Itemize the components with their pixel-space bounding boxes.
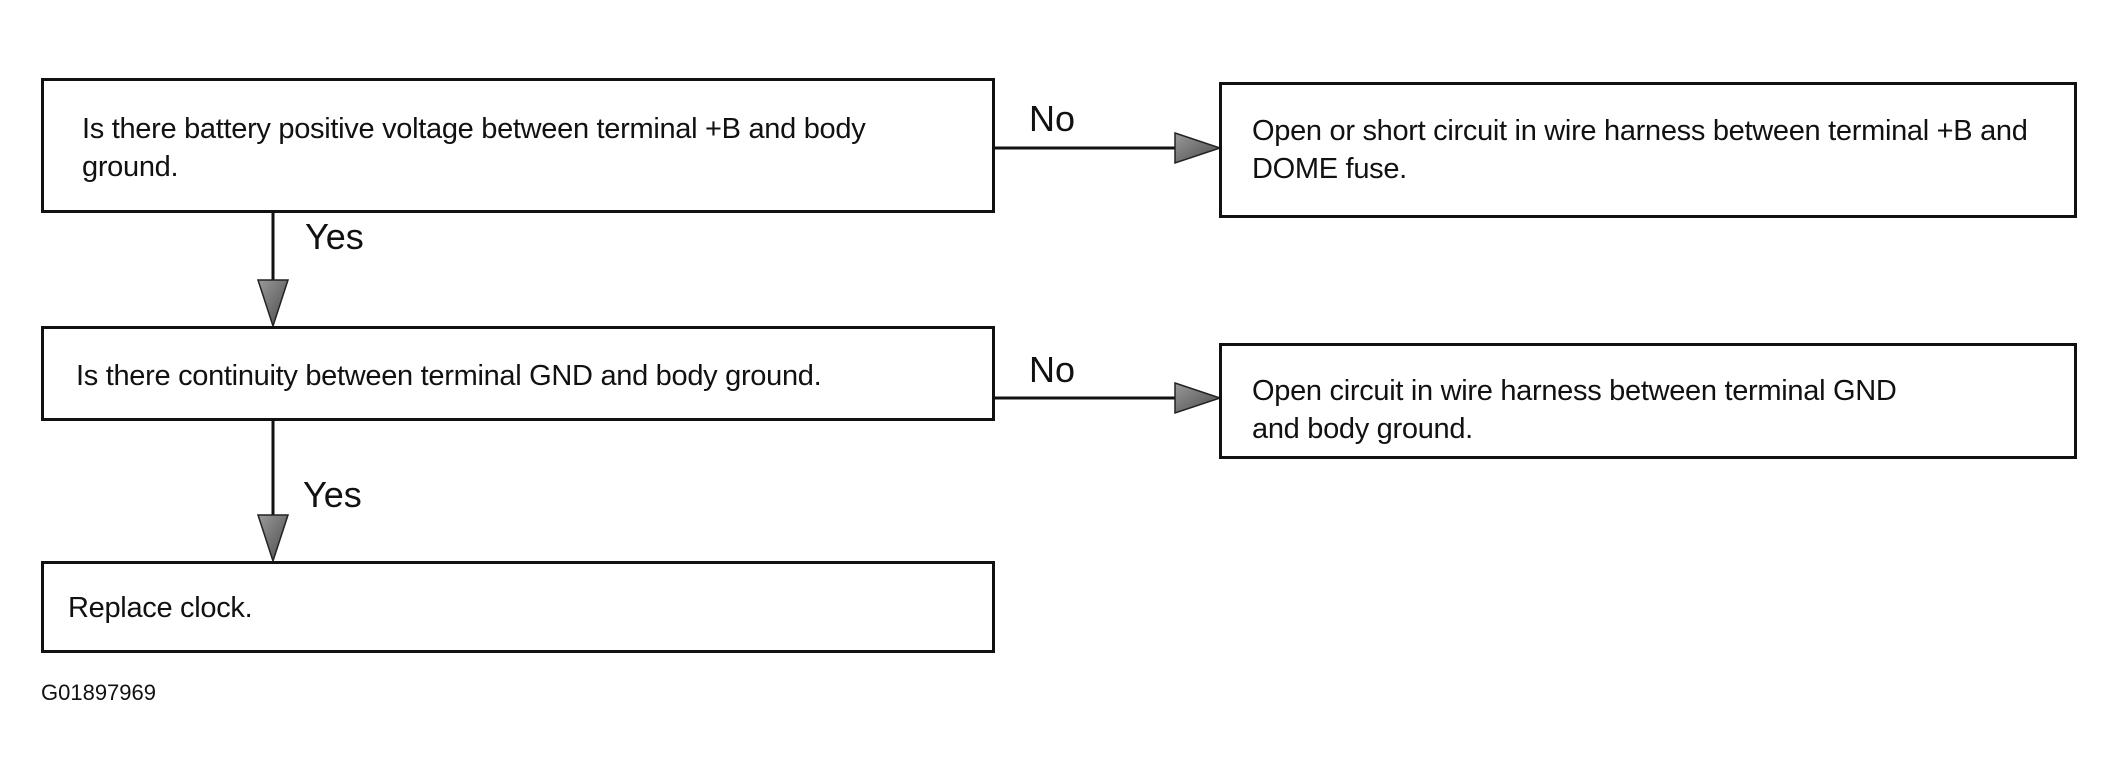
action-box-replace-clock: Replace clock. [41,561,995,653]
no-arrowhead-1 [1174,131,1223,165]
result-text-open-short-dome: Open or short circuit in wire harness be… [1252,115,2028,185]
action-text-replace-clock: Replace clock. [68,592,253,624]
yes-label-1: Yes [305,216,364,257]
question-box-battery-voltage: Is there battery positive voltage betwee… [41,78,995,213]
figure-code: G01897969 [41,680,156,705]
result-box-open-short-dome: Open or short circuit in wire harness be… [1219,82,2077,218]
result-box-open-gnd: Open circuit in wire harness between ter… [1219,343,2077,459]
yes-arrowhead-1 [256,279,290,329]
question-text-gnd-continuity: Is there continuity between terminal GND… [76,360,822,392]
question-box-gnd-continuity: Is there continuity between terminal GND… [41,326,995,421]
no-label-2: No [1029,349,1076,390]
result-text-open-gnd: Open circuit in wire harness between ter… [1252,375,1897,445]
no-label-1: No [1029,98,1076,139]
question-text-battery-voltage: Is there battery positive voltage betwee… [82,113,866,183]
yes-label-2: Yes [303,474,362,515]
no-arrowhead-2 [1174,381,1223,415]
yes-arrowhead-2 [256,514,290,564]
